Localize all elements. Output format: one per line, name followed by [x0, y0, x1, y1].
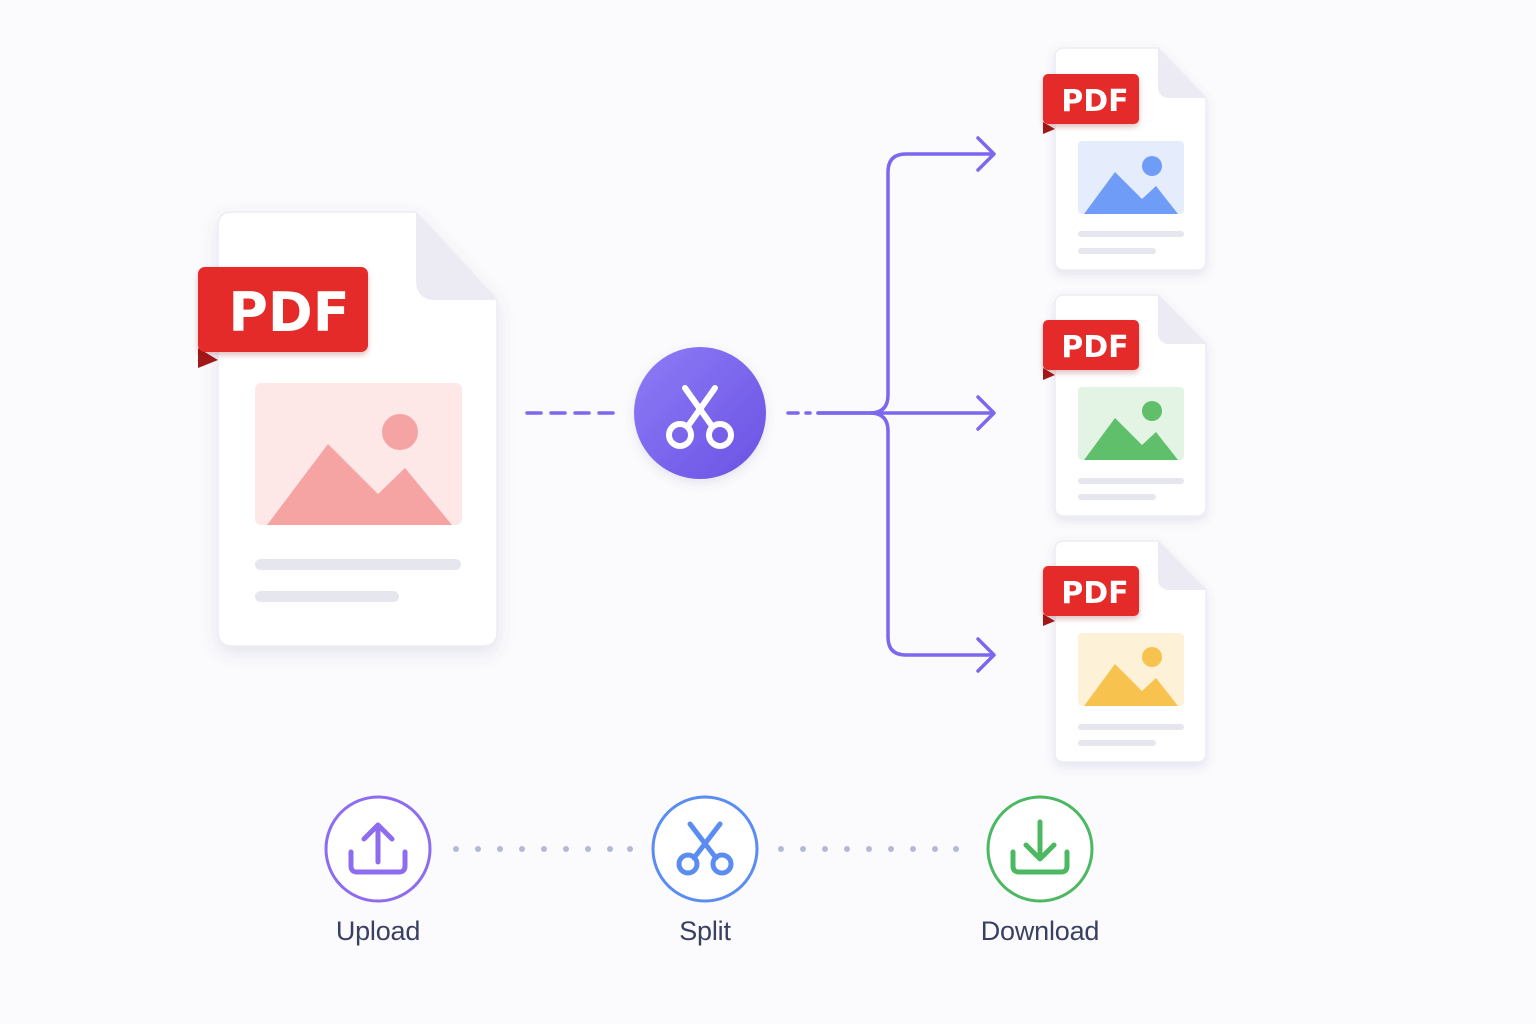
step-split[interactable] — [651, 795, 759, 903]
download-icon — [1010, 819, 1070, 875]
pdf-label: PDF — [1061, 330, 1128, 365]
image-placeholder — [1078, 387, 1184, 460]
pdf-badge: PDF — [1043, 566, 1139, 626]
step-label-split: Split — [679, 916, 731, 946]
step-label-download: Download — [980, 916, 1100, 946]
upload-icon — [348, 822, 408, 875]
step-download[interactable] — [986, 795, 1094, 903]
branch-arrows — [816, 136, 996, 673]
scissors-icon — [666, 385, 734, 449]
source-document: PDF — [198, 211, 498, 647]
output-document-1: PDF — [1043, 47, 1207, 271]
step-upload[interactable] — [324, 795, 432, 903]
output-document-2: PDF — [1043, 294, 1207, 517]
step-label-upload: Upload — [335, 916, 421, 946]
source-pdf-badge: PDF — [198, 267, 368, 368]
image-placeholder — [1078, 141, 1184, 214]
source-image-placeholder — [255, 383, 462, 525]
text-line — [255, 591, 399, 602]
output-document-3: PDF — [1043, 540, 1207, 763]
source-pdf-label: PDF — [228, 281, 349, 344]
pdf-label: PDF — [1061, 576, 1128, 611]
pdf-badge: PDF — [1043, 320, 1139, 380]
image-placeholder — [1078, 633, 1184, 706]
text-line — [255, 559, 461, 570]
pdf-label: PDF — [1061, 84, 1128, 119]
page-fold — [416, 212, 497, 300]
split-action[interactable] — [634, 347, 766, 479]
pdf-badge: PDF — [1043, 74, 1139, 134]
scissors-icon — [676, 821, 734, 876]
step-connector — [453, 846, 959, 852]
